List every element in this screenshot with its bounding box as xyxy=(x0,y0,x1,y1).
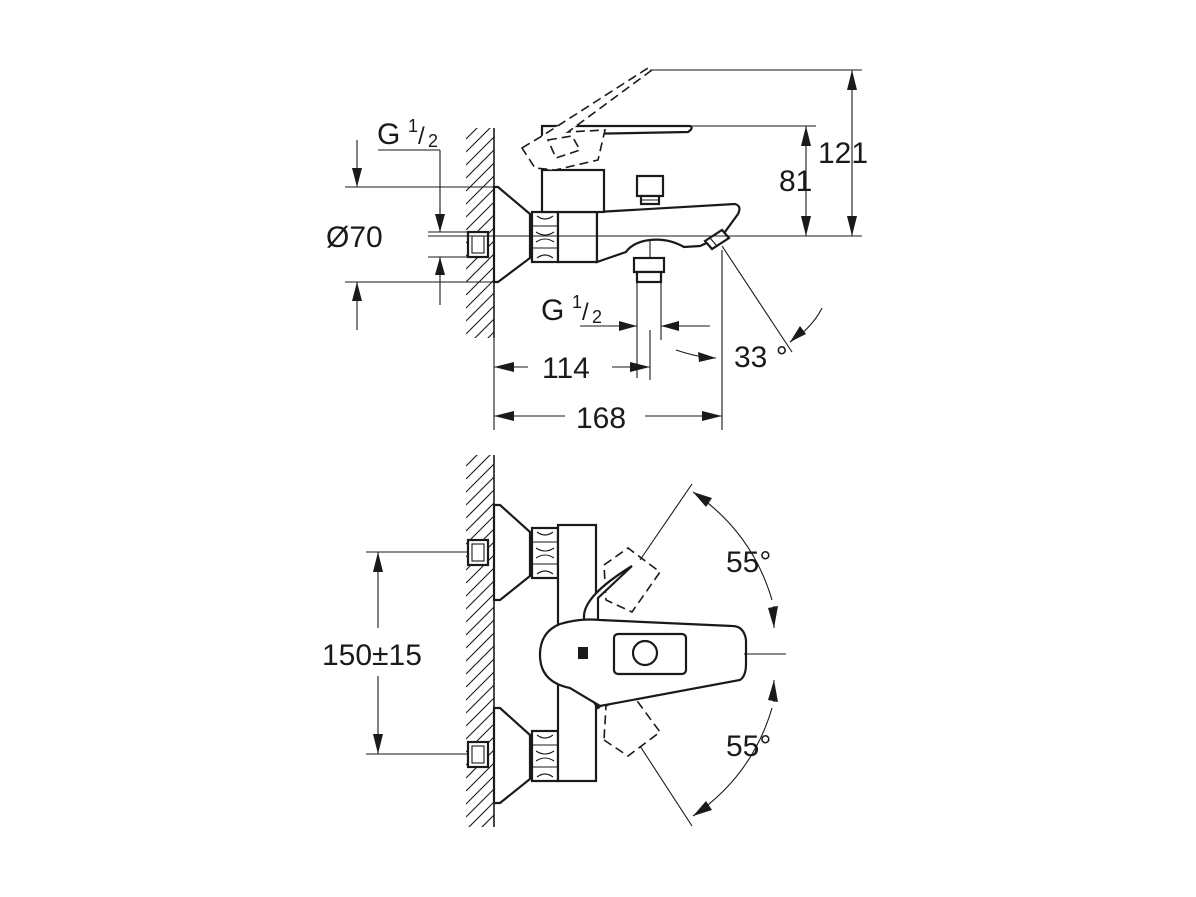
aerator xyxy=(703,228,731,251)
logo-mark xyxy=(578,647,588,659)
lower-connection xyxy=(466,706,560,805)
inlet-thread-den: 2 xyxy=(428,131,438,151)
wall-hatch-line xyxy=(466,266,494,296)
wall-hatch-line xyxy=(466,358,494,386)
wall-hatch-line xyxy=(466,645,494,675)
angle-down-label: 55° xyxy=(726,730,771,763)
wall-hatch-line xyxy=(466,149,494,179)
wall-hatch-line xyxy=(466,305,494,335)
wall-hatch-line xyxy=(466,658,494,688)
wall-hatch-line xyxy=(466,425,494,453)
wall-hatch-line xyxy=(481,814,494,827)
dim-projections xyxy=(493,250,723,430)
wall-hatch-line xyxy=(466,775,494,805)
dim-168-label: 168 xyxy=(576,402,626,435)
dim-outlet-thread xyxy=(580,282,710,378)
dim-114-label: 114 xyxy=(542,352,590,385)
wall-hatch-line xyxy=(466,606,494,636)
wall-hatch-line xyxy=(466,201,494,231)
wall-hatch-line xyxy=(466,632,494,662)
wall-hatch-line xyxy=(466,292,494,322)
svg-text:/: / xyxy=(418,123,425,150)
wall-hatch-line xyxy=(466,175,494,205)
lever-top xyxy=(538,565,748,710)
wall-hatch-line xyxy=(466,279,494,309)
wall-hatch-line xyxy=(474,318,494,338)
hex-nut-side xyxy=(530,210,560,264)
wall-hatch-line xyxy=(466,554,494,584)
wall-hatch-line xyxy=(466,671,494,701)
wall-hatch-line xyxy=(466,697,494,727)
svg-text:/: / xyxy=(582,299,589,326)
dim-121-label: 121 xyxy=(818,137,868,170)
wall-top xyxy=(466,425,495,882)
outlet-thread-num: 1 xyxy=(572,292,582,312)
dim-150-label: 150±15 xyxy=(322,639,422,672)
wall-hatch-line xyxy=(466,162,494,192)
dim-81-label: 81 xyxy=(779,165,812,198)
angle-up-label: 55° xyxy=(726,546,771,579)
dim-inlet-thread xyxy=(345,140,494,330)
dim-33-label: 33 ° xyxy=(734,341,788,374)
inlet-thread-label: G xyxy=(377,118,400,151)
wall-hatch-line xyxy=(466,128,478,140)
wall-hatch-line xyxy=(466,188,494,218)
wall-hatch-line xyxy=(466,619,494,649)
bottom-outlet xyxy=(632,240,666,284)
wall-hatch-line xyxy=(466,684,494,714)
wall-hatch-line xyxy=(466,710,494,740)
wall-hatch-line xyxy=(466,828,494,856)
wall-hatch-line xyxy=(468,801,494,827)
wall-hatch-line xyxy=(466,476,494,506)
wall-hatch-line xyxy=(466,253,494,283)
wall-hatch-line xyxy=(466,455,478,467)
inlet-thread-num: 1 xyxy=(408,116,418,136)
wall-hatch-line xyxy=(466,489,494,519)
dim-lever-angles xyxy=(692,491,778,817)
outlet-thread-label: G xyxy=(541,294,564,327)
diverter-knob xyxy=(635,174,665,206)
wall-hatch-line xyxy=(466,788,494,818)
wall-hatch-line xyxy=(466,854,494,882)
lever-position-down xyxy=(603,693,662,757)
wall-hatch-line xyxy=(487,331,494,338)
wall-hatch-line xyxy=(466,98,494,126)
dim-centres xyxy=(366,551,468,755)
escutcheon-diameter-label: Ø70 xyxy=(326,221,383,254)
top-view: 55° 55° 150±15 xyxy=(322,425,786,882)
wall-hatch-line xyxy=(466,136,494,166)
wall-hatch-line xyxy=(466,762,494,792)
wall-hatch-line xyxy=(466,345,494,373)
inlet-stub xyxy=(466,230,490,259)
outlet-thread-den: 2 xyxy=(592,307,602,327)
wall-hatch-line xyxy=(466,463,494,493)
upper-connection xyxy=(466,503,560,602)
escutcheon-side xyxy=(492,185,532,284)
wall-hatch-line xyxy=(466,455,491,480)
dim-heights xyxy=(650,69,862,236)
dim-spout-angle xyxy=(675,245,823,362)
lever-raised-outline xyxy=(520,67,654,171)
lever-position-up xyxy=(603,547,662,614)
wall-hatch-line xyxy=(466,502,494,532)
wall-hatch-line xyxy=(466,567,494,597)
side-view: G 1 / 2 Ø70 G 1 / 2 121 81 xyxy=(326,67,868,435)
wall-hatch-line xyxy=(466,128,491,153)
mixer-body-side xyxy=(540,168,741,264)
wall-hatch-line xyxy=(466,580,494,610)
wall-hatch-line xyxy=(466,841,494,869)
wall-hatch-line xyxy=(466,593,494,623)
